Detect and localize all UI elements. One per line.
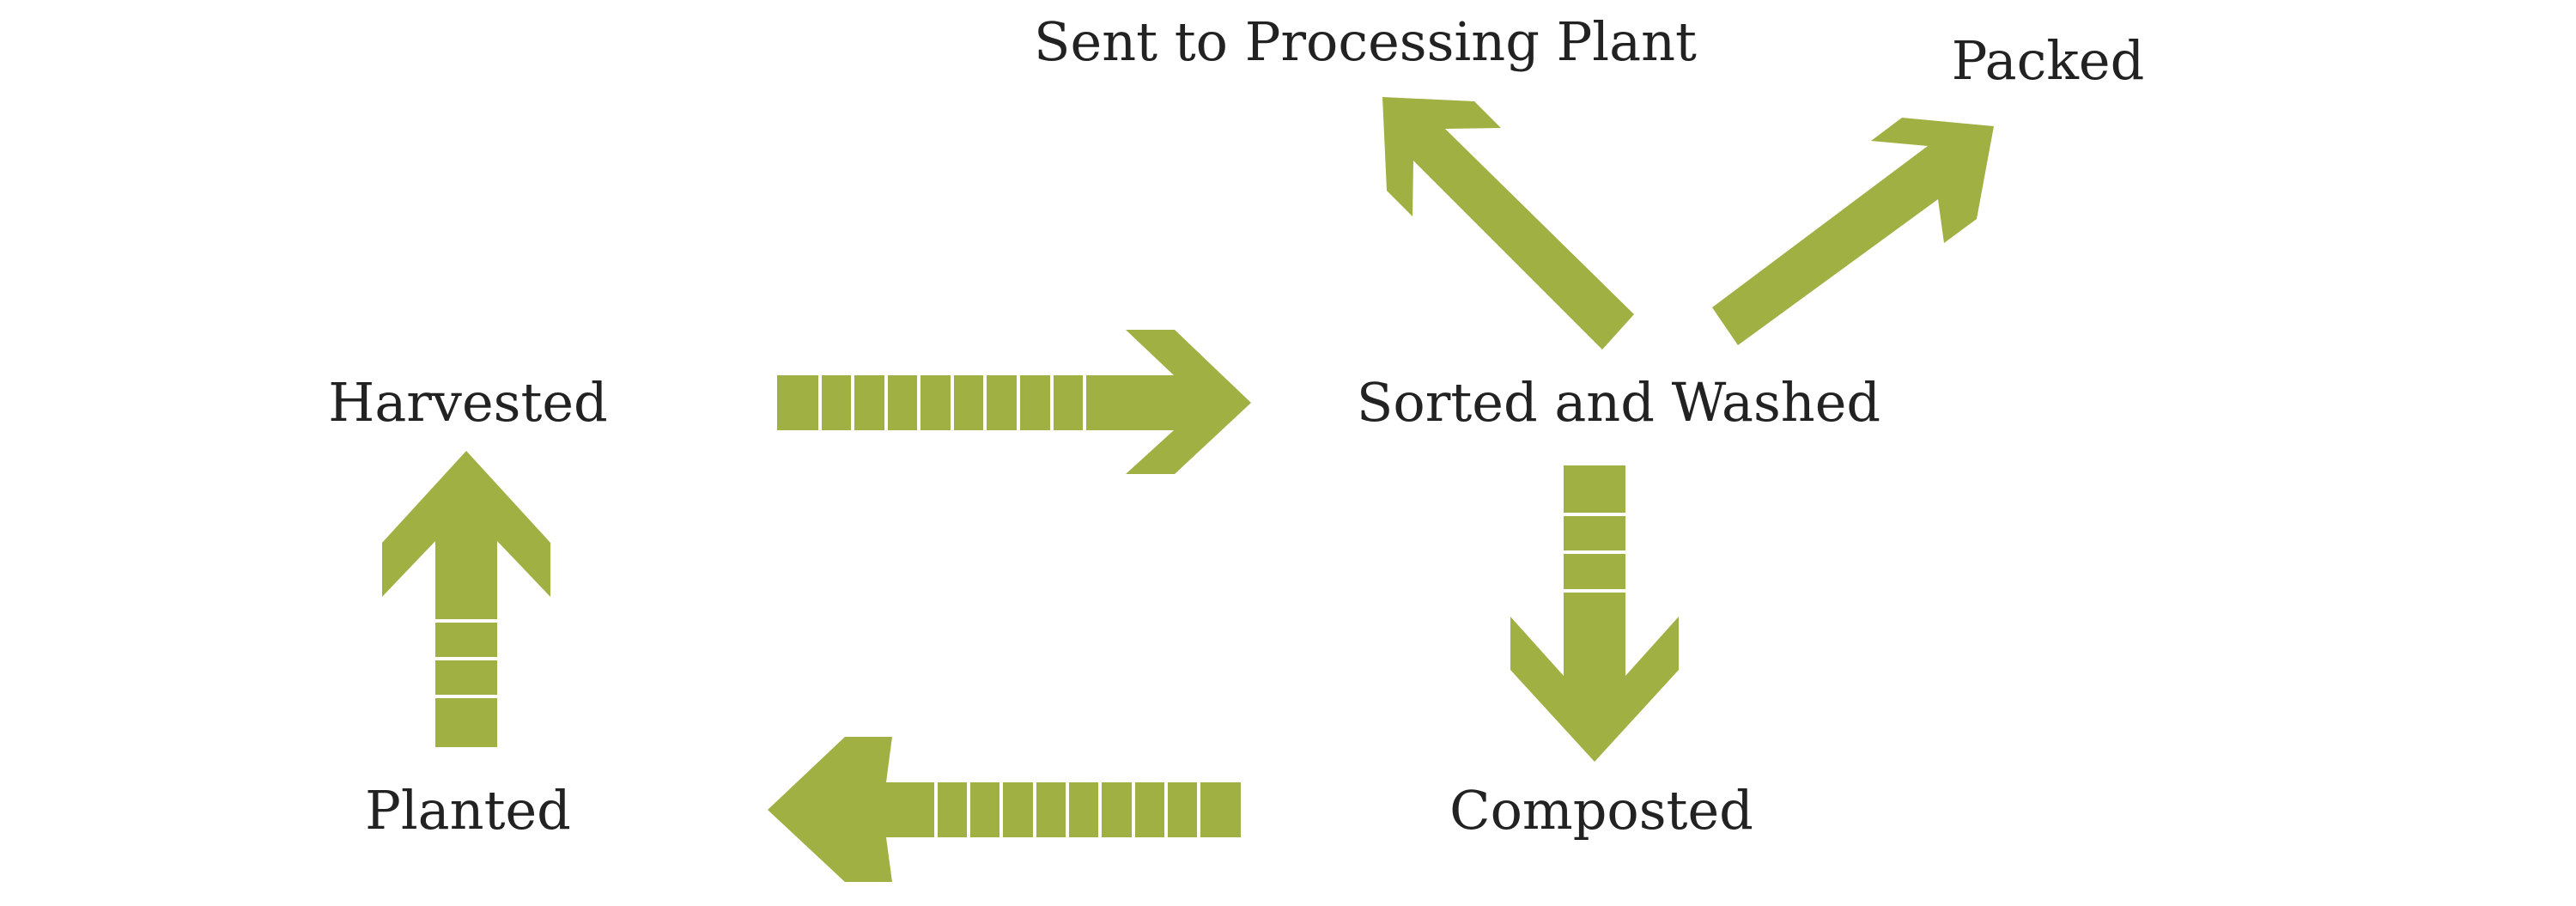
node-processing-plant: Sent to Processing Plant [1034,10,1697,73]
node-sorted-washed: Sorted and Washed [1357,371,1880,434]
arrow-sorted-to-packed [1712,118,1994,345]
arrow-planted-to-harvested [382,451,550,747]
arrow-harvested-to-sorted [777,330,1251,474]
arrow-sorted-to-processing [1382,97,1634,350]
node-planted: Planted [365,779,571,842]
node-composted: Composted [1449,779,1753,842]
arrow-sorted-to-composted [1510,465,1679,762]
node-harvested: Harvested [328,371,608,434]
node-packed: Packed [1952,29,2145,92]
arrow-composted-to-planted [768,737,1241,882]
